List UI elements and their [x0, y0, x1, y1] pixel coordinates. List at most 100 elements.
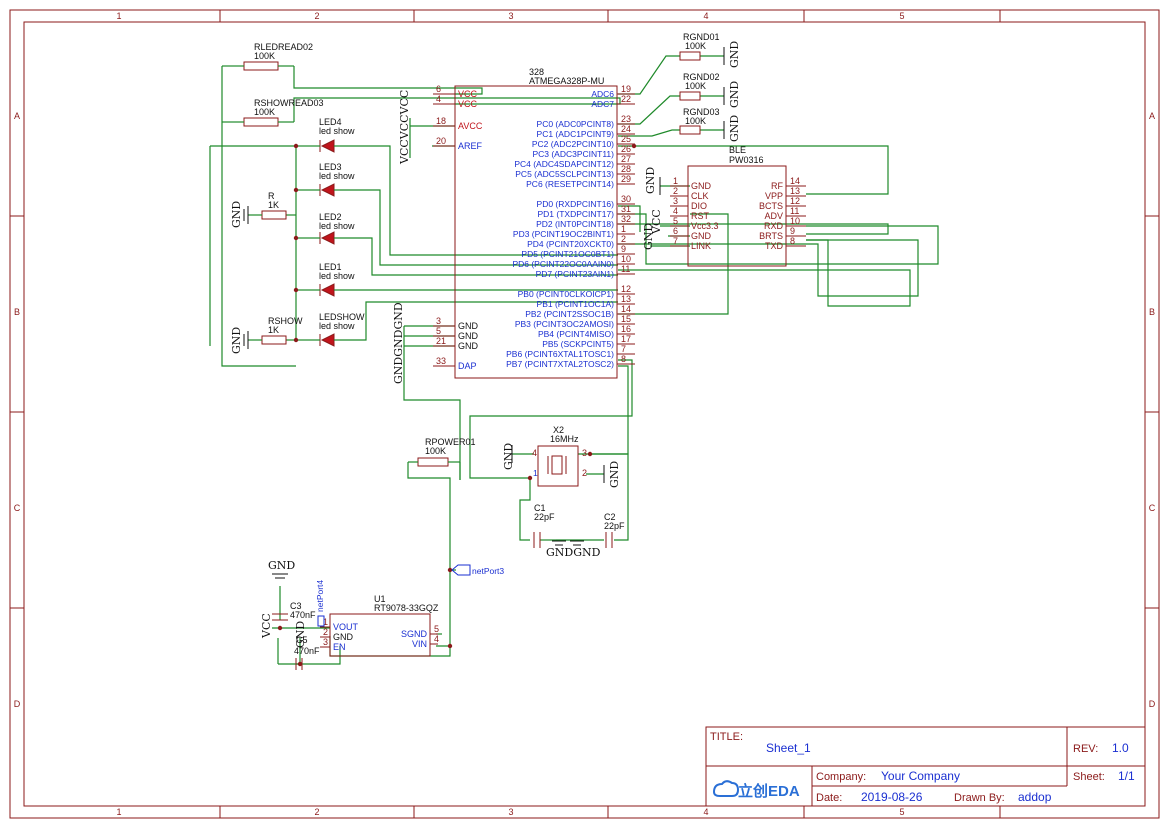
resistor-rshowread03[interactable]: RSHOWREAD03 100K — [232, 98, 324, 127]
capacitor-c1[interactable]: C1 22pF — [533, 503, 555, 548]
regulator-u1[interactable]: U1 RT9078-33GQZ — [329, 594, 439, 657]
pin-number: 7 — [673, 236, 678, 246]
led-ref: LED3 — [319, 162, 342, 172]
pin-name: PD0 (RXDPCINT16) — [537, 199, 615, 209]
pin-name: GND — [333, 632, 354, 642]
led-led1[interactable]: LED1 led show — [312, 262, 355, 297]
pin-number: 1 — [323, 617, 328, 627]
mcu-name: ATMEGA328P-MU — [529, 76, 604, 86]
zone-col-2-bottom: 2 — [314, 807, 319, 817]
sheet-value: 1/1 — [1118, 769, 1135, 783]
pin-name: PC0 (ADC0PCINT8) — [537, 119, 615, 129]
pin-number: 6 — [673, 226, 678, 236]
capacitor-ref: C2 — [604, 512, 616, 522]
resistor-r[interactable]: R 1K — [248, 191, 287, 220]
resistor-rshow[interactable]: RSHOW 1K — [248, 316, 303, 345]
company-label: Company: — [816, 771, 866, 783]
zone-col-4-bottom: 4 — [703, 807, 708, 817]
pin-name: BRTS — [759, 231, 783, 241]
crystal-pin-2: 2 — [582, 468, 587, 478]
title-label: TITLE: — [710, 731, 743, 743]
led-ref: LED1 — [319, 262, 342, 272]
crystal-ref: X2 — [553, 425, 564, 435]
resistor-rgnd03[interactable]: RGND03 100K — [679, 107, 720, 135]
date-label: Date: — [816, 792, 842, 804]
sheet-label: Sheet: — [1073, 771, 1105, 783]
pin-name: PC3 (ADC3PCINT11) — [532, 149, 614, 159]
resistor-rpower01[interactable]: RPOWER01 100K — [408, 437, 476, 467]
gnd-label-c3: GND — [268, 559, 295, 572]
zone-col-5-top: 5 — [899, 11, 904, 21]
resistor-value: 100K — [254, 107, 275, 117]
pin-name: PD6 (PCINT22OC0AAIN0) — [512, 259, 614, 269]
pin-number: 8 — [790, 236, 795, 246]
pin-name: BCTS — [759, 201, 783, 211]
pin-number: 19 — [621, 84, 631, 94]
pin-name: VPP — [765, 191, 783, 201]
pin-name: PB5 (SCKPCINT5) — [542, 339, 614, 349]
led-led3[interactable]: LED3 led show — [312, 162, 355, 197]
pin-number: 25 — [621, 134, 631, 144]
rev-value: 1.0 — [1112, 741, 1129, 755]
capacitor-c3[interactable]: C3 470nF — [272, 601, 316, 621]
pin-name: PB3 (PCINT3OC2AMOSI) — [515, 319, 614, 329]
resistor-rledread02[interactable]: RLEDREAD02 100K — [232, 42, 313, 71]
resistor-value: 100K — [254, 51, 275, 61]
led-led4[interactable]: LED4 led show — [312, 117, 355, 153]
resistor-rgnd01[interactable]: RGND01 100K — [679, 32, 720, 61]
pin-number: 1 — [621, 224, 626, 234]
led-value: led show — [319, 171, 355, 181]
crystal-pin-3: 3 — [582, 448, 587, 458]
crystal-x2[interactable]: X2 16MHz 4 3 1 2 — [532, 425, 587, 487]
pin-number: 1 — [673, 176, 678, 186]
led-led2[interactable]: LED2 led show — [312, 212, 355, 245]
pin-number: 29 — [621, 174, 631, 184]
resistor-rgnd02[interactable]: RGND02 100K — [679, 72, 720, 101]
gndgnd-label: GNDGND — [546, 546, 601, 559]
pin-name: PD4 (PCINT20XCKT0) — [527, 239, 614, 249]
capacitor-c5[interactable]: C5 470nF — [294, 635, 320, 670]
zone-row-d-left: D — [14, 699, 21, 709]
capacitor-c2[interactable]: C2 22pF — [604, 512, 625, 548]
pin-number: 7 — [621, 344, 626, 354]
pin-name: AVCC — [458, 121, 483, 131]
capacitor-ref: C5 — [296, 635, 308, 645]
led-value: led show — [319, 271, 355, 281]
pin-name: ADC7 — [591, 99, 614, 109]
mcu-atmega328p[interactable]: 328 ATMEGA328P-MU — [454, 67, 618, 379]
gnd-label-rgnd01: GND — [728, 41, 741, 68]
led-ref: LED2 — [319, 212, 342, 222]
regulator-ref: U1 — [374, 594, 386, 604]
zone-row-c-left: C — [14, 503, 21, 513]
resistor-ref: RSHOWREAD03 — [254, 98, 324, 108]
pin-name: PB2 (PCINT2SSOC1B) — [525, 309, 614, 319]
led-ledshow[interactable]: LEDSHOW led show — [312, 312, 365, 347]
logo-text: 立创EDA — [738, 782, 800, 800]
net-port-4[interactable]: netPort4 — [315, 580, 325, 627]
pin-number: 14 — [790, 176, 800, 186]
pin-name: PD5 (PCINT21OC0BT1) — [521, 249, 614, 259]
net-port-3[interactable]: netPort3 — [451, 564, 504, 576]
capacitor-ref: C3 — [290, 601, 302, 611]
resistor-ref: R — [268, 191, 275, 201]
pin-name: PD7 (PCINT23AIN1) — [536, 269, 615, 279]
